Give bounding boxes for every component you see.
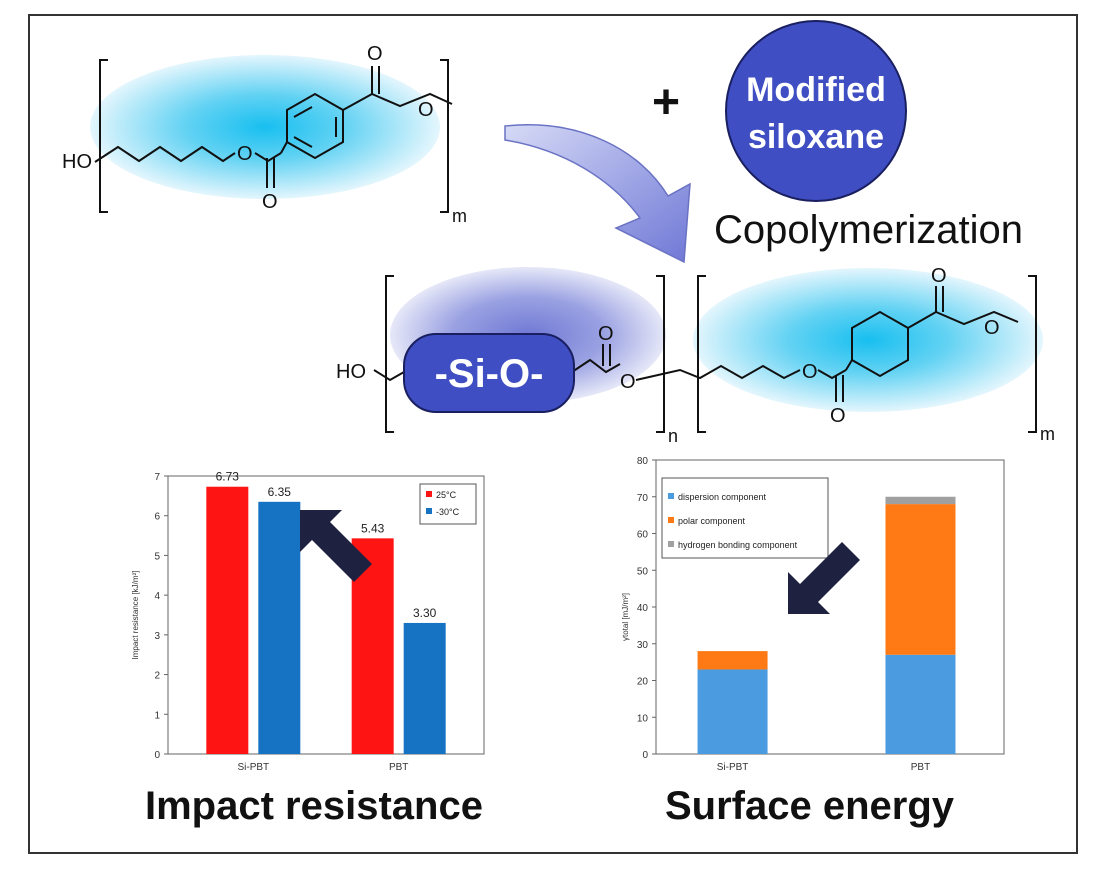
modified-siloxane-ball	[725, 20, 907, 202]
siloxane-block	[403, 333, 575, 413]
copolymer-carbonyl-oxygen-2: O	[830, 405, 846, 427]
impact-y-tick-label: 2	[154, 671, 160, 682]
surface-legend-swatch	[668, 541, 674, 547]
impact-legend-label: 25°C	[436, 490, 457, 500]
impact-y-tick-label: 1	[154, 710, 160, 721]
pbt-end-group: HO	[62, 151, 92, 173]
copolymer-carbonyl-oxygen-3: O	[931, 265, 947, 287]
copolymer-end-group: HO	[336, 361, 366, 383]
copolymer-ester-oxygen-3: O	[984, 317, 1000, 339]
surface-stacked-bar-segment	[697, 651, 768, 670]
impact-legend-label: -30°C	[436, 507, 460, 517]
impact-y-tick-label: 7	[154, 472, 160, 483]
surface-energy-chart: 0 10 20 30 40 50 60 70 80 γtotal [mJ/m²] Si-PBT PBT…	[621, 456, 1005, 773]
copolymer-carbonyl-oxygen-1: O	[598, 323, 614, 345]
impact-bar-data-label: 5.43	[361, 521, 385, 535]
copolymerization-label: Copolymerization	[714, 208, 1024, 252]
impact-bar-data-label: 6.73	[216, 470, 240, 484]
copolymer-ester-oxygen-2: O	[802, 361, 818, 383]
impact-plot-area	[167, 475, 485, 755]
surface-energy-caption: Surface energy	[665, 784, 955, 828]
surface-highlight-arrow	[788, 542, 860, 614]
surface-category-label: Si-PBT	[717, 762, 749, 773]
pbt-carbonyl-oxygen-2: O	[367, 43, 383, 65]
reagent-label-line1: Modified	[746, 71, 886, 109]
surface-category-label: PBT	[911, 762, 930, 773]
reaction-arrow	[504, 124, 691, 264]
impact-resistance-caption: Impact resistance	[145, 784, 483, 828]
pbt-block-repeat-index: m	[1040, 424, 1055, 444]
surface-y-tick-label: 20	[637, 677, 649, 688]
impact-highlight-arrow	[300, 510, 372, 582]
figure-frame	[28, 14, 1078, 854]
impact-bar	[206, 486, 249, 754]
impact-legend-box	[419, 483, 477, 525]
pbt-highlight-ellipse	[90, 55, 440, 199]
surface-y-axis-label: γtotal [mJ/m²]	[621, 593, 630, 641]
pbt-carbonyl-oxygen-1: O	[262, 191, 278, 213]
impact-legend-swatch	[426, 491, 432, 497]
impact-category-label: PBT	[389, 762, 408, 773]
pbt-block-highlight-ellipse	[693, 268, 1043, 412]
pbt-ester-oxygen-2: O	[418, 99, 434, 121]
surface-y-tick-label: 80	[637, 456, 649, 467]
siloxane-repeat-index: n	[668, 426, 678, 446]
pbt-structure	[94, 59, 453, 213]
surface-y-tick-label: 30	[637, 640, 649, 651]
surface-y-tick-label: 70	[637, 493, 649, 504]
impact-y-axis-label: Impact resistance [kJ/m²]	[131, 571, 140, 660]
impact-bar-data-label: 6.35	[268, 485, 292, 499]
surface-legend-swatch	[668, 493, 674, 499]
impact-y-tick-label: 5	[154, 551, 160, 562]
surface-y-tick-label: 60	[637, 530, 649, 541]
copolymer-ester-oxygen-1: O	[620, 371, 636, 393]
impact-category-label: Si-PBT	[237, 762, 269, 773]
impact-y-tick-label: 6	[154, 512, 160, 523]
plus-sign: +	[652, 76, 680, 129]
surface-legend-label: dispersion component	[678, 492, 767, 502]
surface-legend-box	[661, 477, 829, 559]
surface-y-tick-label: 10	[637, 713, 649, 724]
copolymer-structure	[373, 275, 1037, 433]
impact-bar	[403, 622, 446, 754]
pbt-repeat-index: m	[452, 206, 467, 226]
surface-y-tick-label: 50	[637, 566, 649, 577]
impact-y-tick-label: 4	[154, 591, 160, 602]
surface-legend-swatch	[668, 517, 674, 523]
surface-stacked-bar-segment	[885, 496, 956, 505]
surface-legend-label: hydrogen bonding component	[678, 540, 798, 550]
surface-stacked-bar-segment	[885, 654, 956, 754]
impact-y-tick-label: 0	[154, 750, 160, 761]
surface-stacked-bar-segment	[885, 504, 956, 655]
impact-legend-swatch	[426, 508, 432, 514]
surface-stacked-bar-segment	[697, 669, 768, 754]
pbt-ester-oxygen-1: O	[237, 143, 253, 165]
surface-y-tick-label: 40	[637, 603, 649, 614]
impact-bar-data-label: 3.30	[413, 606, 437, 620]
impact-bar	[258, 501, 301, 754]
surface-legend-label: polar component	[678, 516, 746, 526]
reagent-label-line2: siloxane	[748, 118, 884, 156]
surface-y-tick-label: 0	[642, 750, 648, 761]
siloxane-block-label: -Si-O-	[435, 352, 544, 396]
impact-y-tick-label: 3	[154, 631, 160, 642]
